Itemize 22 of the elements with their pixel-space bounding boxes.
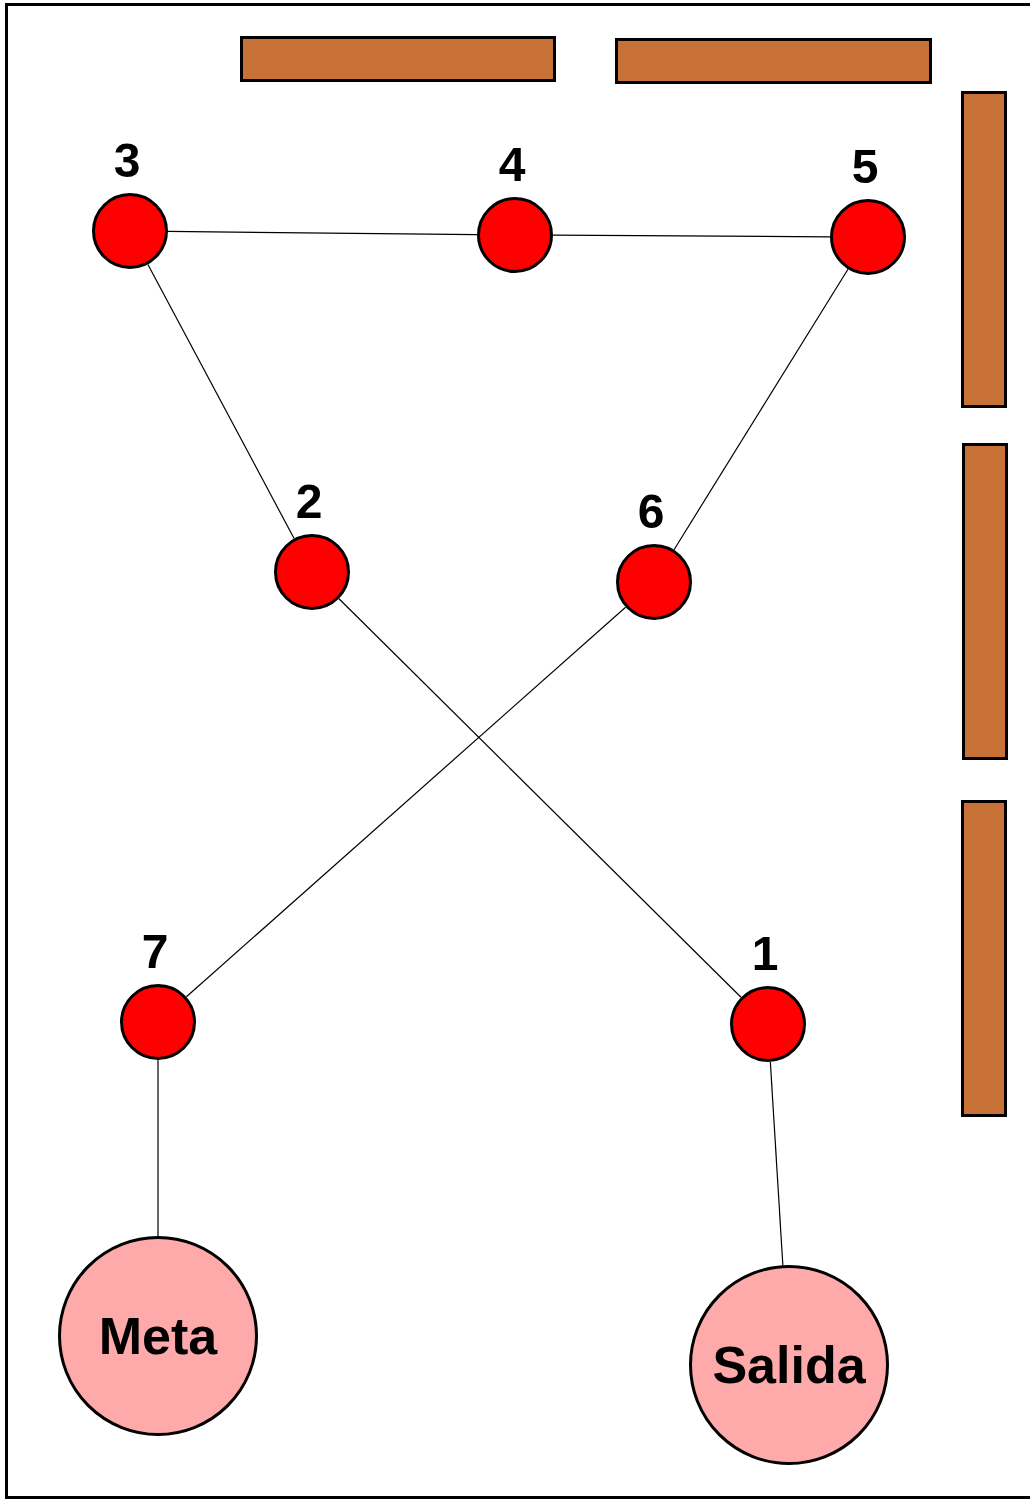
waypoint-number: 7 [140,928,170,976]
wall-bar [962,443,1008,760]
connector-line [338,598,742,998]
connector-line [167,230,478,236]
waypoint-number: 3 [112,137,142,185]
waypoint-number: 2 [294,478,324,526]
connector-line [673,268,849,551]
wall-bar [961,800,1007,1117]
connector-line [147,263,295,540]
waypoint-number: 4 [497,141,527,189]
wall-bar [961,91,1007,408]
connector-line [552,234,831,238]
connector-line [769,1061,784,1266]
connector-line [157,1059,159,1237]
connector-line [185,606,627,998]
wall-bar [240,36,556,82]
endpoint-label: Salida [712,1339,866,1391]
endpoint-label: Meta [98,1310,218,1362]
waypoint-number: 6 [636,488,666,536]
waypoint-number: 5 [850,143,880,191]
wall-bar [615,38,932,84]
waypoint-number: 1 [750,930,780,978]
